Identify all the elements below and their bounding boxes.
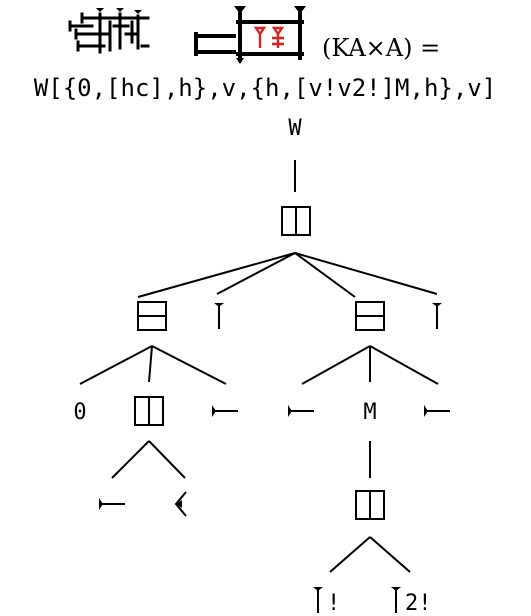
encoding-string: W[{0,[hc],h},v,{h,[v!v2!]M,h},v] — [34, 74, 496, 102]
horizontal-join-box-icon — [355, 301, 385, 331]
leaf-zero: 0 — [73, 400, 86, 425]
vertical-wedge-icon — [213, 302, 225, 330]
cuneiform-ka-times-a-sign-icon — [194, 6, 306, 64]
horizontal-join-box-icon — [137, 301, 167, 331]
leaf-v2-bang: 2! — [405, 591, 432, 616]
root-node: W — [288, 116, 302, 141]
winkelhaken-icon — [174, 491, 187, 517]
vertical-wedge-icon — [312, 586, 324, 614]
horizontal-wedge-icon — [98, 497, 126, 511]
horizontal-wedge-icon — [211, 404, 239, 418]
horizontal-wedge-icon — [423, 404, 451, 418]
leaf-v-bang: ! — [327, 591, 340, 616]
vertical-join-box-icon — [134, 396, 164, 426]
sign-label: (KA×A) = — [322, 34, 440, 62]
vertical-join-box-icon — [281, 206, 311, 236]
vertical-join-box-icon — [355, 490, 385, 520]
tree-edges — [79, 160, 439, 573]
horizontal-wedge-icon — [287, 404, 315, 418]
cuneiform-ka-sign-icon — [68, 8, 150, 54]
vertical-wedge-icon — [431, 302, 443, 330]
vertical-wedge-icon — [390, 586, 402, 614]
leaf-M: M — [363, 400, 376, 425]
